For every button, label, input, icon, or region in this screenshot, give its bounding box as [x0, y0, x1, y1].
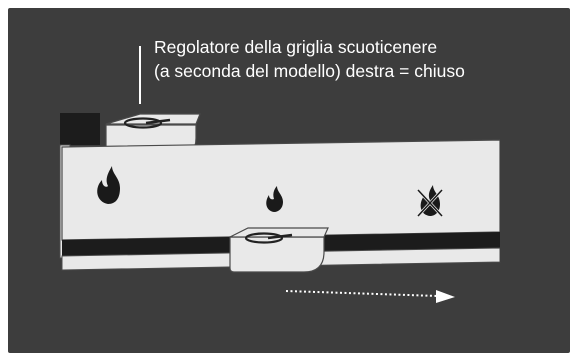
housing-back-top: [60, 113, 100, 145]
flame-small-icon: [266, 186, 283, 212]
flame-large-icon: [97, 166, 120, 204]
slider-right-cut: [500, 126, 522, 262]
flame-crossed-icon: [416, 185, 444, 218]
lower-lever-knob: [229, 227, 329, 273]
regulator-caption: Regolatore della griglia scuoticenere (a…: [154, 35, 465, 83]
caption-line-2: (a seconda del modello) destra = chiuso: [154, 61, 465, 81]
dotted-arrow-right-icon: [285, 290, 455, 303]
caption-line-1: Regolatore della griglia scuoticenere: [154, 37, 438, 57]
slider-bar: [61, 139, 501, 241]
